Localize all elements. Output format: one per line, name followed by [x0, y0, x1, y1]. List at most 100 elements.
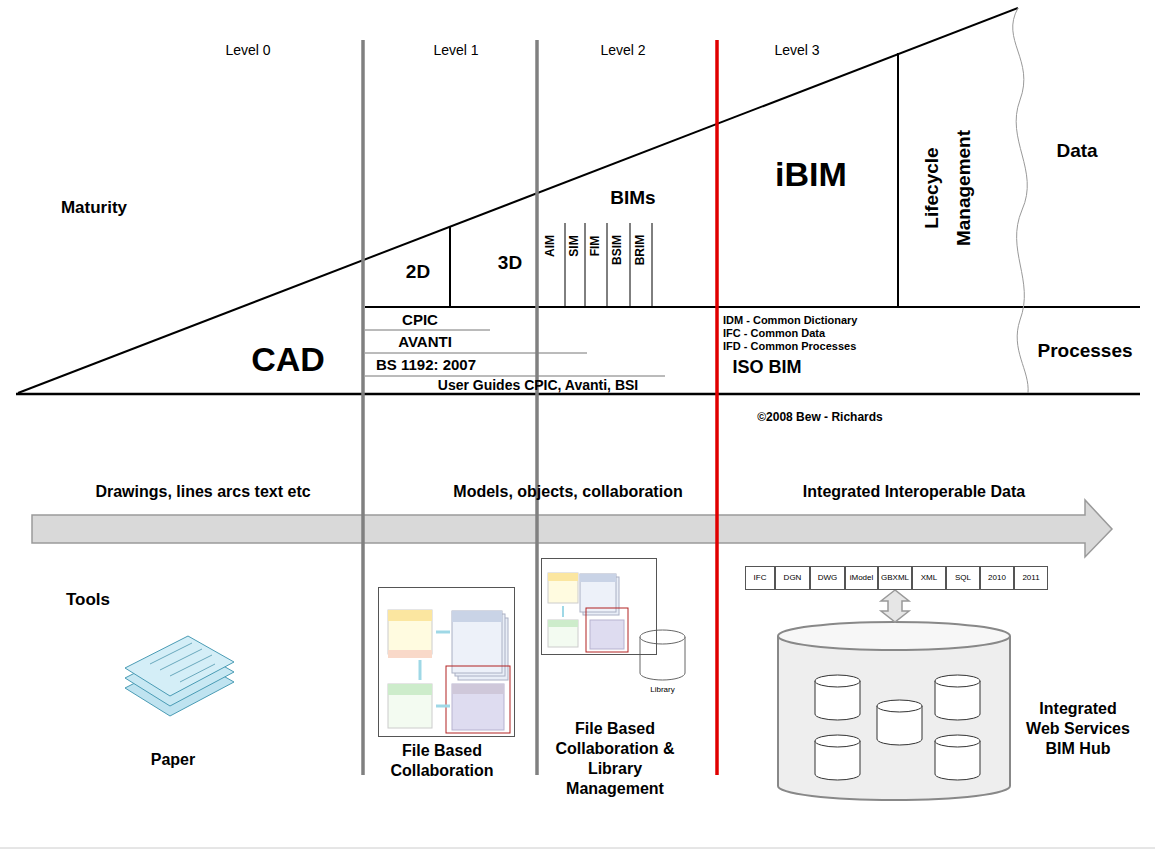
divider-line [585, 223, 586, 307]
diagram-label: Level 0 [225, 42, 270, 58]
node-label: SQL [947, 567, 979, 589]
window-header [452, 684, 504, 694]
window-icon [590, 620, 624, 649]
paper-line [150, 643, 192, 664]
level-divider [361, 40, 365, 775]
level-divider [715, 40, 719, 775]
diagram-label: AIM [544, 235, 558, 257]
diagram-label: BSIM [611, 235, 625, 265]
highlight-frame [586, 608, 628, 652]
page-rule [0, 848, 1155, 849]
window-header [580, 574, 616, 582]
diagram-label: BS 1192: 2007 [376, 356, 476, 373]
cylinder-top [935, 675, 980, 687]
hub-cylinder: Integrated Web Services BIM Hub [778, 622, 1010, 800]
cylinder-top [640, 630, 685, 644]
node-label: DWG [811, 567, 844, 589]
node-label: Library [630, 684, 695, 696]
window-header [388, 684, 432, 695]
format-box: GBXML [878, 566, 912, 590]
diagram-label: Tools [66, 590, 110, 610]
cylinder-top [815, 675, 860, 687]
window-icon [548, 573, 578, 603]
node-label: 2011 [1015, 567, 1047, 589]
diagram-label: User Guides CPIC, Avanti, BSI [438, 377, 638, 393]
tool-box: File Based Collaboration [378, 587, 515, 737]
format-box: SQL [946, 566, 980, 590]
diagram-label: FIM [589, 236, 603, 257]
diagram-label: BIMs [610, 187, 655, 209]
diagram-label: IFD - Common Processes [723, 340, 856, 353]
window-icon [452, 611, 502, 673]
format-box: 2010 [980, 566, 1014, 590]
divider-line [630, 223, 631, 307]
node-label: GBXML [879, 567, 911, 589]
format-box: XML [912, 566, 946, 590]
diagram-label: ©2008 Bew - Richards [757, 411, 883, 425]
node-label: File Based Collaboration [362, 741, 522, 781]
divider-line [565, 223, 566, 307]
node-label: IFC [746, 567, 774, 589]
diagram-label: 2D [406, 261, 430, 283]
window-header [388, 610, 432, 621]
node-label: iModel [846, 567, 877, 589]
torn-edge [1013, 8, 1028, 393]
window-footer [388, 650, 432, 658]
window-icon [452, 684, 504, 730]
diagram-label: Integrated Interoperable Data [803, 483, 1025, 501]
format-box: 2011 [1014, 566, 1048, 590]
diagram-label: CAD [251, 340, 325, 379]
format-box: IFC [745, 566, 775, 590]
window-header [548, 620, 578, 627]
node-label: Integrated Web Services BIM Hub [1023, 699, 1133, 759]
diagram-label: CPIC [402, 311, 438, 328]
highlight-frame [446, 666, 510, 733]
flow-mark [562, 606, 564, 617]
paper-icon: Paper [118, 628, 238, 773]
maturity-wedge [18, 8, 1018, 393]
node-label: 2010 [981, 567, 1013, 589]
cylinder-top [935, 735, 980, 747]
format-box: DWG [810, 566, 845, 590]
diagram-label: IFC - Common Data [723, 327, 825, 340]
node-label: File Based Collaboration & Library Manag… [555, 719, 675, 799]
diagram-label: IDM - Common Dictionary [723, 314, 857, 327]
paper-line [170, 655, 212, 676]
node-label: Paper [118, 750, 228, 770]
divider-line [897, 53, 899, 307]
level-divider [535, 40, 539, 775]
diagram-label: 3D [498, 252, 522, 274]
window-icon [388, 610, 432, 654]
diagram-label: Maturity [61, 198, 127, 218]
diagram-label: Models, objects, collaboration [453, 483, 682, 501]
divider-line [607, 223, 608, 307]
window-header [548, 573, 578, 581]
diagram-label: BRIM [634, 235, 648, 266]
cylinder-top [877, 700, 922, 712]
double-arrow [881, 590, 909, 622]
flow-mark [436, 705, 450, 708]
divider-line [652, 223, 653, 307]
divider-line [449, 227, 451, 307]
cylinder-top [815, 735, 860, 747]
window-header [452, 611, 502, 622]
underline [365, 330, 490, 331]
diagram-label: SIM [568, 235, 582, 256]
diagram-label: Data [1056, 140, 1097, 162]
cylinder-top [778, 622, 1010, 650]
diagram-label: iBIM [775, 155, 847, 194]
window-icon [548, 620, 578, 647]
flow-mark [436, 631, 450, 634]
underline [365, 353, 587, 354]
diagram-label: Lifecycle Management [916, 113, 980, 263]
node-label: XML [913, 567, 945, 589]
paper-line [160, 649, 202, 670]
hub-cylinder [778, 636, 1010, 800]
diagram-label: Drawings, lines arcs text etc [95, 483, 310, 501]
base-line [16, 393, 1140, 396]
format-box: DGN [775, 566, 810, 590]
diagram-label: Processes [1037, 340, 1132, 362]
window-icon [580, 574, 616, 612]
diagram-label: AVANTI [398, 333, 452, 350]
